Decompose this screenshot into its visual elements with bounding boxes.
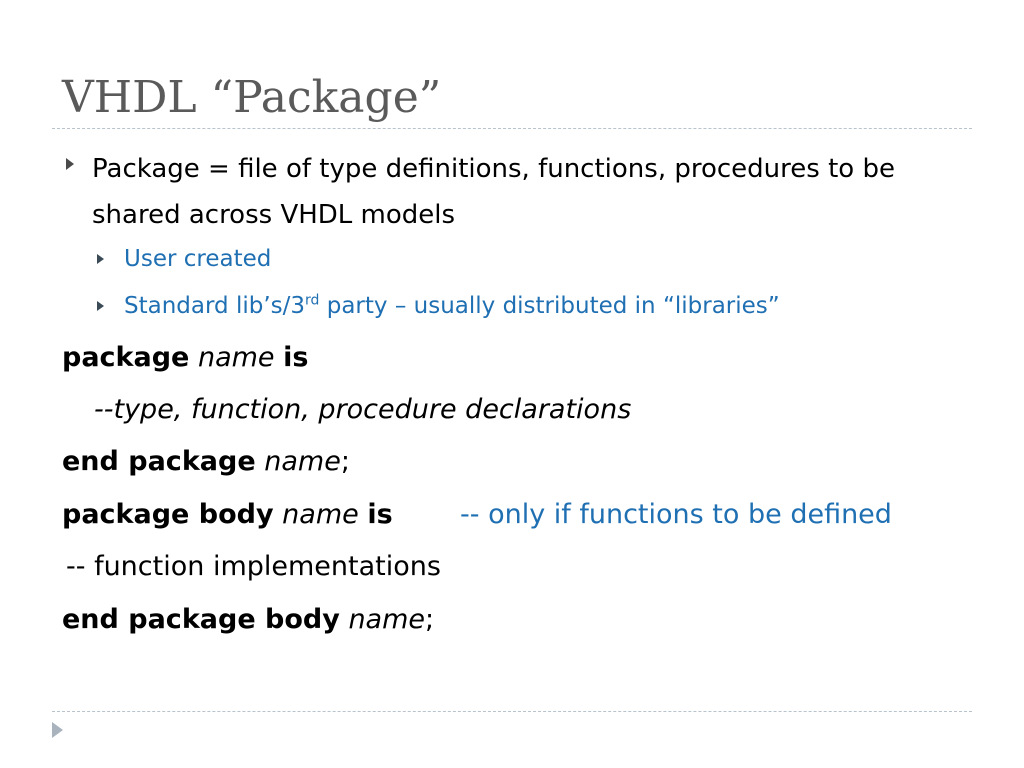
- keyword-package: package: [62, 342, 190, 373]
- standard-libs-suffix: party – usually distributed in “librarie…: [319, 293, 780, 319]
- keyword-is: is: [283, 342, 309, 373]
- standard-libs-prefix: Standard lib’s/3: [124, 293, 306, 319]
- placeholder-name: name: [348, 604, 426, 635]
- keyword-is: is: [367, 499, 393, 530]
- placeholder-name: name: [282, 499, 359, 530]
- sub-bullet-standard-libs: Standard lib’s/3rd party – usually distr…: [124, 291, 780, 321]
- code-line-end-package-body: end package body name;: [62, 603, 434, 637]
- placeholder-name: name: [264, 446, 341, 477]
- semicolon: ;: [425, 604, 435, 635]
- footer-divider: [52, 711, 972, 712]
- keyword-package-body: package body: [62, 499, 274, 530]
- code-line-package-body: package body name is: [62, 498, 393, 532]
- sub-bullet-triangle-icon: [97, 301, 104, 311]
- code-line-package-header: package name is: [62, 341, 308, 375]
- code-comment-only-if-functions: -- only if functions to be defined: [460, 499, 892, 530]
- keyword-end-package: end package: [62, 446, 256, 477]
- ordinal-superscript: rd: [305, 292, 320, 309]
- semicolon: ;: [340, 446, 350, 477]
- slide-title: VHDL “Package”: [62, 72, 442, 123]
- code-line-declarations-comment: --type, function, procedure declarations: [94, 393, 631, 427]
- declarations-comment: --type, function, procedure declarations: [94, 394, 632, 425]
- bullet-triangle-icon: [66, 158, 74, 170]
- title-divider: [52, 128, 972, 129]
- code-line-end-package: end package name;: [62, 445, 350, 479]
- code-line-implementations-comment: -- function implementations: [66, 551, 441, 582]
- placeholder-name: name: [197, 342, 275, 373]
- sub-bullet-triangle-icon: [97, 254, 104, 264]
- bullet-package-definition: Package = file of type definitions, func…: [92, 154, 895, 230]
- sub-bullet-user-created: User created: [124, 246, 272, 272]
- next-slide-icon[interactable]: [52, 722, 63, 738]
- keyword-end-package-body: end package body: [62, 604, 340, 635]
